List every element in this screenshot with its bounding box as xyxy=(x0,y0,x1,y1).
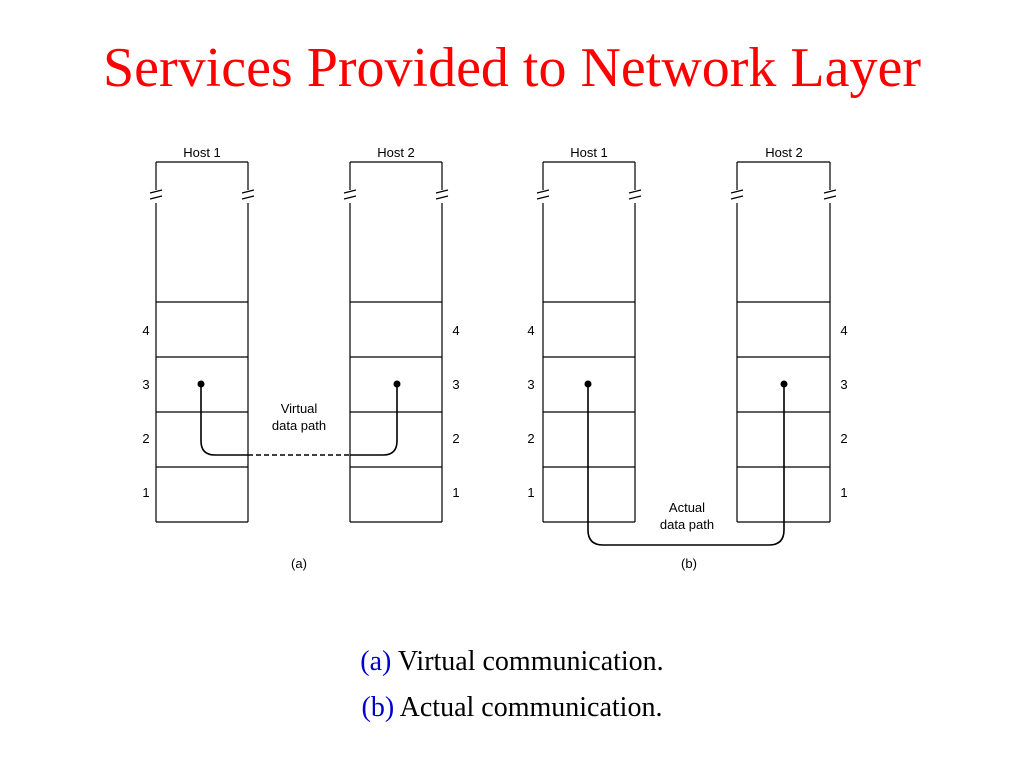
caption-a-tag: (a) xyxy=(360,646,392,677)
panel-b-label: (b) xyxy=(681,556,697,571)
panel-a-host1-label: Host 1 xyxy=(183,145,221,160)
panel-a-host1-layer-3: 3 xyxy=(142,377,149,392)
caption-b-tag: (b) xyxy=(361,692,395,723)
panel-a-label: (a) xyxy=(291,556,307,571)
panel-b-host2-stack xyxy=(730,161,837,523)
panel-b-host1-stack xyxy=(536,161,642,523)
panel-a-left-path-segment xyxy=(200,384,248,456)
panel-b-actual-path xyxy=(587,384,785,546)
slide-title: Services Provided to Network Layer xyxy=(103,37,921,99)
panel-a-path-label-line1: Virtual xyxy=(281,401,318,416)
panel-b-host2-layer-3: 3 xyxy=(840,377,847,392)
panel-a-host1-layer-4: 4 xyxy=(142,323,149,338)
panel-a-host2-label: Host 2 xyxy=(377,145,415,160)
panel-b-host1-layer-2: 2 xyxy=(527,431,534,446)
panel-b-host1-layer-1: 1 xyxy=(527,485,534,500)
panel-a-host1-layer-2: 2 xyxy=(142,431,149,446)
panel-b-host1-layer-4: 4 xyxy=(527,323,534,338)
panel-b-host1-label: Host 1 xyxy=(570,145,608,160)
caption-line-a: (a) Virtual communication. xyxy=(0,646,1024,678)
panel-b-path-label-line2: data path xyxy=(660,517,714,532)
panel-a: Host 1 Host 2 4 3 2 1 4 3 2 1 xyxy=(142,145,459,571)
panel-b-host2-layer-2: 2 xyxy=(840,431,847,446)
panel-b-host1-layer-3: 3 xyxy=(527,377,534,392)
panel-b: Host 1 Host 2 4 3 2 1 4 3 2 1 xyxy=(527,145,847,571)
panel-a-host1-layer-1: 1 xyxy=(142,485,149,500)
caption-a-text: Virtual communication. xyxy=(391,646,664,677)
caption-b-text: Actual communication. xyxy=(394,692,663,723)
panel-a-host2-layer-1: 1 xyxy=(452,485,459,500)
panel-b-host2-layer-4: 4 xyxy=(840,323,847,338)
panel-a-right-path-segment xyxy=(350,384,398,456)
panel-a-host2-layer-4: 4 xyxy=(452,323,459,338)
panel-b-path-label-line1: Actual xyxy=(669,500,705,515)
panel-a-host2-layer-3: 3 xyxy=(452,377,459,392)
panel-a-path-label-line2: data path xyxy=(272,418,326,433)
panel-b-host2-layer-1: 1 xyxy=(840,485,847,500)
panel-a-host2-stack xyxy=(343,161,449,523)
caption-line-b: (b) Actual communication. xyxy=(0,692,1024,724)
panel-a-host2-layer-2: 2 xyxy=(452,431,459,446)
panel-b-host2-label: Host 2 xyxy=(765,145,803,160)
panel-a-host1-stack xyxy=(149,161,255,523)
